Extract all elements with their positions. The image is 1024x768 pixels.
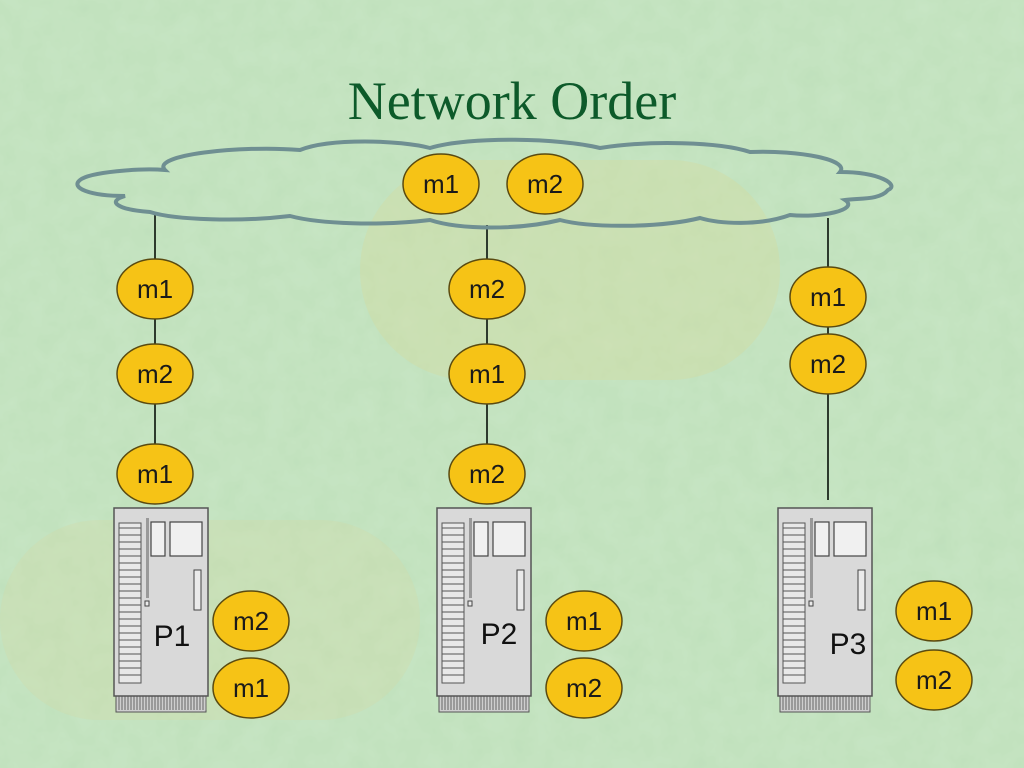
process-label: P2 — [481, 618, 518, 651]
message-bubble — [116, 343, 194, 405]
message-label: m2 — [527, 169, 563, 199]
page-title: Network Order — [347, 71, 677, 131]
message-label: m1 — [810, 282, 846, 312]
message-label: m2 — [469, 459, 505, 489]
message-bubble — [789, 266, 867, 328]
delivered-message-p3: m2 — [895, 649, 973, 711]
delivered-message-p2: m1 — [545, 590, 623, 652]
message-bubble — [789, 333, 867, 395]
message-label: m2 — [566, 673, 602, 703]
network-cloud — [75, 137, 894, 230]
server-p1: P1 — [113, 507, 209, 713]
delivered-message-p2: m2 — [545, 657, 623, 719]
process-label: P3 — [830, 628, 867, 661]
message-bubble — [116, 443, 194, 505]
queue-message-p1: m1 — [116, 258, 194, 320]
queue-message-p1: m1 — [116, 443, 194, 505]
message-label: m2 — [916, 665, 952, 695]
message-bubble — [895, 580, 973, 642]
message-label: m2 — [137, 359, 173, 389]
queue-message-p3: m1 — [789, 266, 867, 328]
message-bubble — [545, 657, 623, 719]
message-bubble — [895, 649, 973, 711]
message-bubble — [212, 590, 290, 652]
message-label: m1 — [469, 359, 505, 389]
server-p2: P2 — [436, 507, 532, 713]
message-label: m1 — [916, 596, 952, 626]
server-p3: P3 — [777, 507, 873, 713]
network-message-m2: m2 — [506, 153, 584, 215]
queue-message-p1: m2 — [116, 343, 194, 405]
queue-message-p2: m1 — [448, 343, 526, 405]
message-bubble — [448, 443, 526, 505]
message-label: m1 — [233, 673, 269, 703]
network-message-m1: m1 — [402, 153, 480, 215]
message-label: m1 — [137, 459, 173, 489]
message-bubble — [506, 153, 584, 215]
queue-message-p3: m2 — [789, 333, 867, 395]
message-bubble — [402, 153, 480, 215]
message-label: m1 — [566, 606, 602, 636]
delivered-message-p3: m1 — [895, 580, 973, 642]
message-bubble — [448, 343, 526, 405]
delivered-message-p1: m2 — [212, 590, 290, 652]
message-bubble — [545, 590, 623, 652]
message-label: m2 — [469, 274, 505, 304]
message-bubble — [212, 657, 290, 719]
message-bubble — [116, 258, 194, 320]
delivered-message-p1: m1 — [212, 657, 290, 719]
message-bubble — [448, 258, 526, 320]
message-label: m2 — [810, 349, 846, 379]
queue-message-p2: m2 — [448, 258, 526, 320]
message-label: m2 — [233, 606, 269, 636]
message-label: m1 — [137, 274, 173, 304]
queue-message-p2: m2 — [448, 443, 526, 505]
process-label: P1 — [154, 620, 191, 653]
message-label: m1 — [423, 169, 459, 199]
